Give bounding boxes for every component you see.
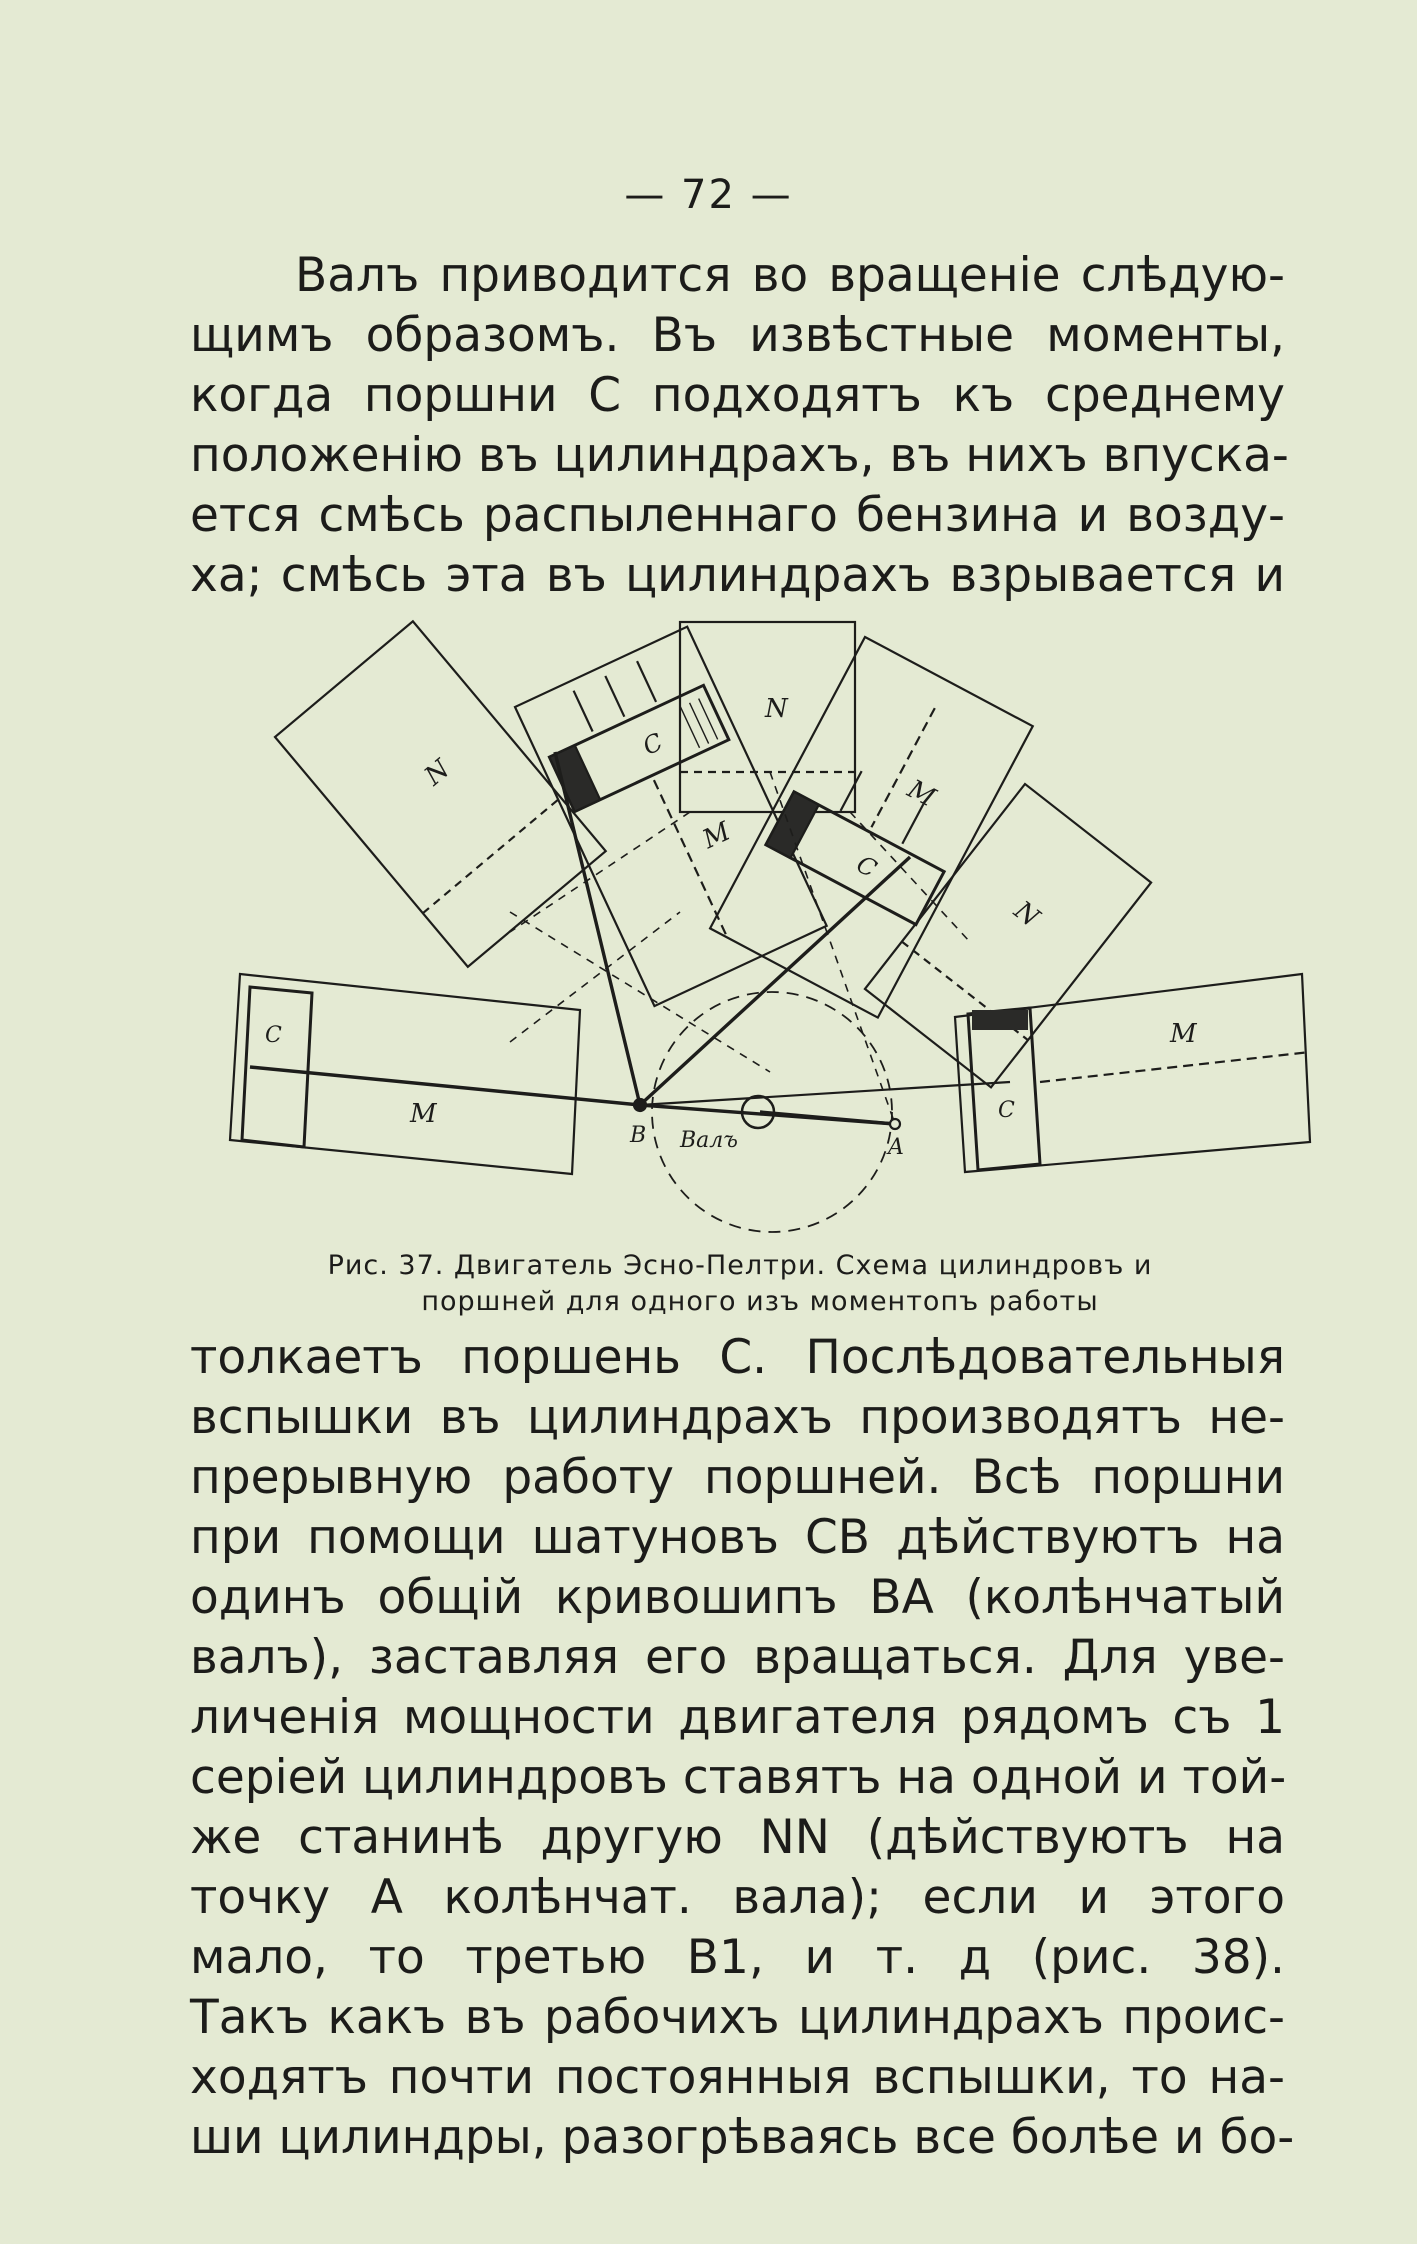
engine-diagram: N C M N C M xyxy=(210,612,1330,1252)
label-c: C xyxy=(998,1098,1015,1123)
label-shaft: Валъ xyxy=(679,1128,738,1153)
cylinder-right-n: N xyxy=(863,782,1153,1089)
text-line: ется смѣсь распыленнаго бензина и возду- xyxy=(190,488,1285,543)
label-m: M xyxy=(902,774,942,814)
text-line: ха; смѣсь эта въ цилиндрахъ взрывается и xyxy=(190,548,1285,603)
label-c: C xyxy=(852,850,881,883)
paragraph-top: Валъ приводится во вращеніе слѣдую- щимъ… xyxy=(190,246,1289,606)
page-number: — 72 — xyxy=(624,172,793,218)
cylinder-upper-left: C M xyxy=(513,625,829,1008)
connecting-rods xyxy=(249,751,1011,1126)
label-c: C xyxy=(639,728,667,761)
figure-caption: Рис. 37. Двигатель Эсно-Пелтри. Схема ци… xyxy=(200,1248,1280,1320)
cylinder-upper-right: C M xyxy=(708,635,1035,1020)
paragraph-bottom: толкаетъ поршень C. Послѣдовательныя всп… xyxy=(190,1328,1295,2168)
text-line: мало, то третью B1, и т. д (рис. 38). xyxy=(190,1930,1285,1985)
text-line: положенію въ цилиндрахъ, въ нихъ впуска- xyxy=(190,428,1289,483)
cylinder-left-horizontal: C M xyxy=(228,972,582,1176)
label-m: M xyxy=(1169,1019,1198,1049)
label-a: A xyxy=(886,1135,904,1160)
text-line: щимъ образомъ. Въ извѣстные моменты, xyxy=(190,308,1285,363)
cylinder-top-n: N xyxy=(678,620,857,814)
text-line: при помощи шатуновъ CB дѣйствуютъ на xyxy=(190,1510,1285,1565)
label-b: B xyxy=(629,1123,646,1148)
text-line: когда поршни C подходятъ къ среднему xyxy=(190,368,1285,423)
text-line: Валъ приводится во вращеніе слѣдую- xyxy=(295,248,1285,303)
text-line: ходятъ почти постоянныя вспышки, то на- xyxy=(190,2050,1285,2105)
label-n: N xyxy=(1007,895,1045,934)
text-line: точку A колѣнчат. вала); если и этого xyxy=(190,1870,1285,1925)
label-c: C xyxy=(265,1023,282,1048)
text-line: же станинѣ другую NN (дѣйствуютъ на xyxy=(190,1810,1285,1865)
caption-line: Рис. 37. Двигатель Эсно-Пелтри. Схема ци… xyxy=(327,1250,1153,1281)
label-n: N xyxy=(764,694,789,724)
text-line: личенія мощности двигателя рядомъ съ 1 xyxy=(190,1690,1285,1745)
text-line: валъ), заставляя его вращаться. Для уве- xyxy=(190,1630,1285,1685)
text-line: вспышки въ цилиндрахъ производятъ не- xyxy=(190,1390,1285,1445)
text-line: толкаетъ поршень C. Послѣдовательныя xyxy=(190,1330,1285,1385)
text-line: серіей цилиндровъ ставятъ на одной и той… xyxy=(190,1750,1287,1805)
text-line: ши цилиндры, разогрѣваясь все болѣе и бо… xyxy=(190,2110,1295,2165)
text-line: Такъ какъ въ рабочихъ цилиндрахъ проис- xyxy=(190,1990,1285,2045)
label-m: M xyxy=(697,816,736,855)
crankshaft: B A Валъ xyxy=(629,991,904,1233)
construction-lines xyxy=(509,771,971,1125)
text-line: одинъ общій кривошипъ BA (колѣнчатый xyxy=(190,1570,1285,1625)
caption-line: поршней для одного изъ моментопъ работы xyxy=(421,1286,1099,1317)
label-m: M xyxy=(409,1099,438,1129)
label-n: N xyxy=(418,753,456,792)
cylinder-right-horizontal: C M xyxy=(953,972,1312,1174)
text-line: прерывную работу поршней. Всѣ поршни xyxy=(190,1450,1285,1505)
